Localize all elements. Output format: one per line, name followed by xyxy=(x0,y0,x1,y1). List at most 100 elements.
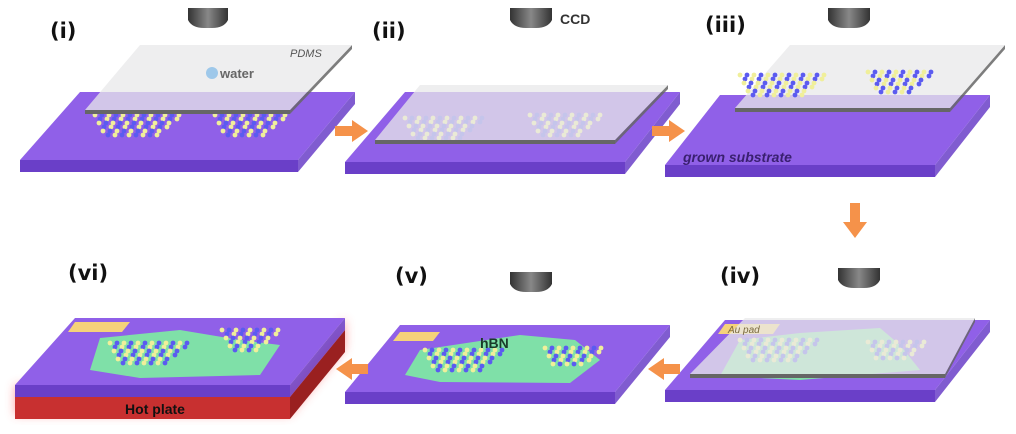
mos2-crystal-atom xyxy=(487,359,493,365)
mos2-crystal-atom xyxy=(147,344,153,350)
mos2-crystal-atom xyxy=(876,77,882,83)
mos2-crystal-atom xyxy=(263,339,269,345)
substrate-front xyxy=(345,162,625,174)
mos2-crystal-atom xyxy=(897,77,903,83)
mos2-crystal-atom xyxy=(130,352,136,358)
mos2-crystal-atom xyxy=(804,80,810,86)
mos2-crystal-atom xyxy=(463,367,469,373)
ccd-objective-icon xyxy=(828,8,870,28)
mos2-crystal-atom xyxy=(239,132,245,138)
mos2-crystal-atom xyxy=(787,88,793,94)
mos2-crystal-atom xyxy=(904,77,910,83)
mos2-crystal-atom xyxy=(111,116,117,122)
mos2-crystal-atom xyxy=(154,344,160,350)
mos2-crystal-atom xyxy=(895,81,901,87)
mos2-crystal-atom xyxy=(497,351,503,357)
mos2-crystal-atom xyxy=(578,361,584,367)
mos2-crystal-atom xyxy=(785,92,791,98)
mos2-crystal-atom xyxy=(244,120,250,126)
mos2-crystal-atom xyxy=(156,128,162,134)
mos2-crystal-atom xyxy=(132,116,138,122)
mos2-crystal-atom xyxy=(902,81,908,87)
mos2-crystal-atom xyxy=(563,345,569,351)
mos2-crystal-atom xyxy=(253,132,259,138)
mos2-crystal-atom xyxy=(232,132,238,138)
mos2-crystal-atom xyxy=(591,345,597,351)
mos2-crystal-atom xyxy=(760,84,766,90)
mos2-crystal-atom xyxy=(865,69,871,75)
mos2-crystal-atom xyxy=(228,339,234,345)
water-label: water xyxy=(219,66,254,81)
mos2-crystal-atom xyxy=(442,367,448,373)
mos2-crystal-atom xyxy=(170,340,176,346)
mos2-crystal-atom xyxy=(921,69,927,75)
mos2-crystal-atom xyxy=(489,355,495,361)
mos2-crystal-atom xyxy=(227,343,233,349)
mos2-crystal-atom xyxy=(118,116,124,122)
mos2-crystal-atom xyxy=(146,348,152,354)
mos2-crystal-atom xyxy=(246,347,252,353)
mos2-crystal-atom xyxy=(122,356,128,362)
substrate-side xyxy=(935,95,990,177)
mos2-crystal-atom xyxy=(596,349,602,355)
pdms-sheet xyxy=(85,45,352,110)
mos2-crystal-atom xyxy=(121,128,127,134)
mos2-crystal-atom xyxy=(235,339,241,345)
mos2-crystal-atom xyxy=(886,69,892,75)
mos2-crystal-atom xyxy=(894,85,900,91)
mos2-crystal-atom xyxy=(265,120,271,126)
mos2-crystal-atom xyxy=(771,92,777,98)
mos2-crystal-atom xyxy=(224,116,230,122)
mos2-crystal-atom xyxy=(242,339,248,345)
mos2-crystal-atom xyxy=(168,344,174,350)
mos2-crystal-atom xyxy=(254,327,260,333)
ccd-label: CCD xyxy=(560,11,590,27)
arrow-left xyxy=(648,358,680,380)
mos2-crystal-atom xyxy=(741,80,747,86)
mos2-crystal-atom xyxy=(435,367,441,373)
mos2-crystal-atom xyxy=(142,340,148,346)
substrate-front xyxy=(15,385,290,397)
mos2-crystal-atom xyxy=(249,339,255,345)
mos2-crystal-atom xyxy=(148,360,154,366)
mos2-crystal-atom xyxy=(149,128,155,134)
mos2-crystal-atom xyxy=(440,355,446,361)
mos2-crystal-atom xyxy=(772,72,778,78)
mos2-crystal-atom xyxy=(133,344,139,350)
mos2-crystal-atom xyxy=(792,92,798,98)
mos2-crystal-atom xyxy=(114,128,120,134)
mos2-crystal-atom xyxy=(165,352,171,358)
mos2-crystal-atom xyxy=(96,120,102,126)
step-label-ii: (ii) xyxy=(372,19,406,43)
mos2-crystal-atom xyxy=(280,116,286,122)
mos2-crystal-atom xyxy=(121,340,127,346)
mos2-crystal-atom xyxy=(780,88,786,94)
pdms-sheet xyxy=(690,318,975,374)
mos2-crystal-atom xyxy=(554,349,560,355)
substrate-side xyxy=(290,318,345,397)
mos2-crystal-atom xyxy=(444,363,450,369)
mos2-crystal-atom xyxy=(273,331,279,337)
mos2-crystal-atom xyxy=(581,353,587,359)
mos2-crystal-atom xyxy=(756,76,762,82)
mos2-crystal-atom xyxy=(870,73,876,79)
mos2-crystal-atom xyxy=(900,69,906,75)
mos2-crystal-atom xyxy=(240,327,246,333)
mos2-crystal-atom xyxy=(755,80,761,86)
mos2-crystal-atom xyxy=(112,344,118,350)
mos2-crystal-atom xyxy=(919,73,925,79)
mos2-crystal-atom xyxy=(174,116,180,122)
mos2-crystal-atom xyxy=(811,80,817,86)
mos2-crystal-atom xyxy=(485,347,491,353)
mos2-crystal-atom xyxy=(877,73,883,79)
mos2-crystal-atom xyxy=(237,335,243,341)
mos2-crystal-atom xyxy=(450,347,456,353)
mos2-crystal-atom xyxy=(461,355,467,361)
mos2-crystal-atom xyxy=(103,120,109,126)
mos2-crystal-atom xyxy=(890,77,896,83)
pdms-sheet-front xyxy=(690,374,945,378)
mos2-crystal-atom xyxy=(128,340,134,346)
mos2-crystal-atom xyxy=(275,327,281,333)
mos2-crystal-atom xyxy=(119,132,125,138)
